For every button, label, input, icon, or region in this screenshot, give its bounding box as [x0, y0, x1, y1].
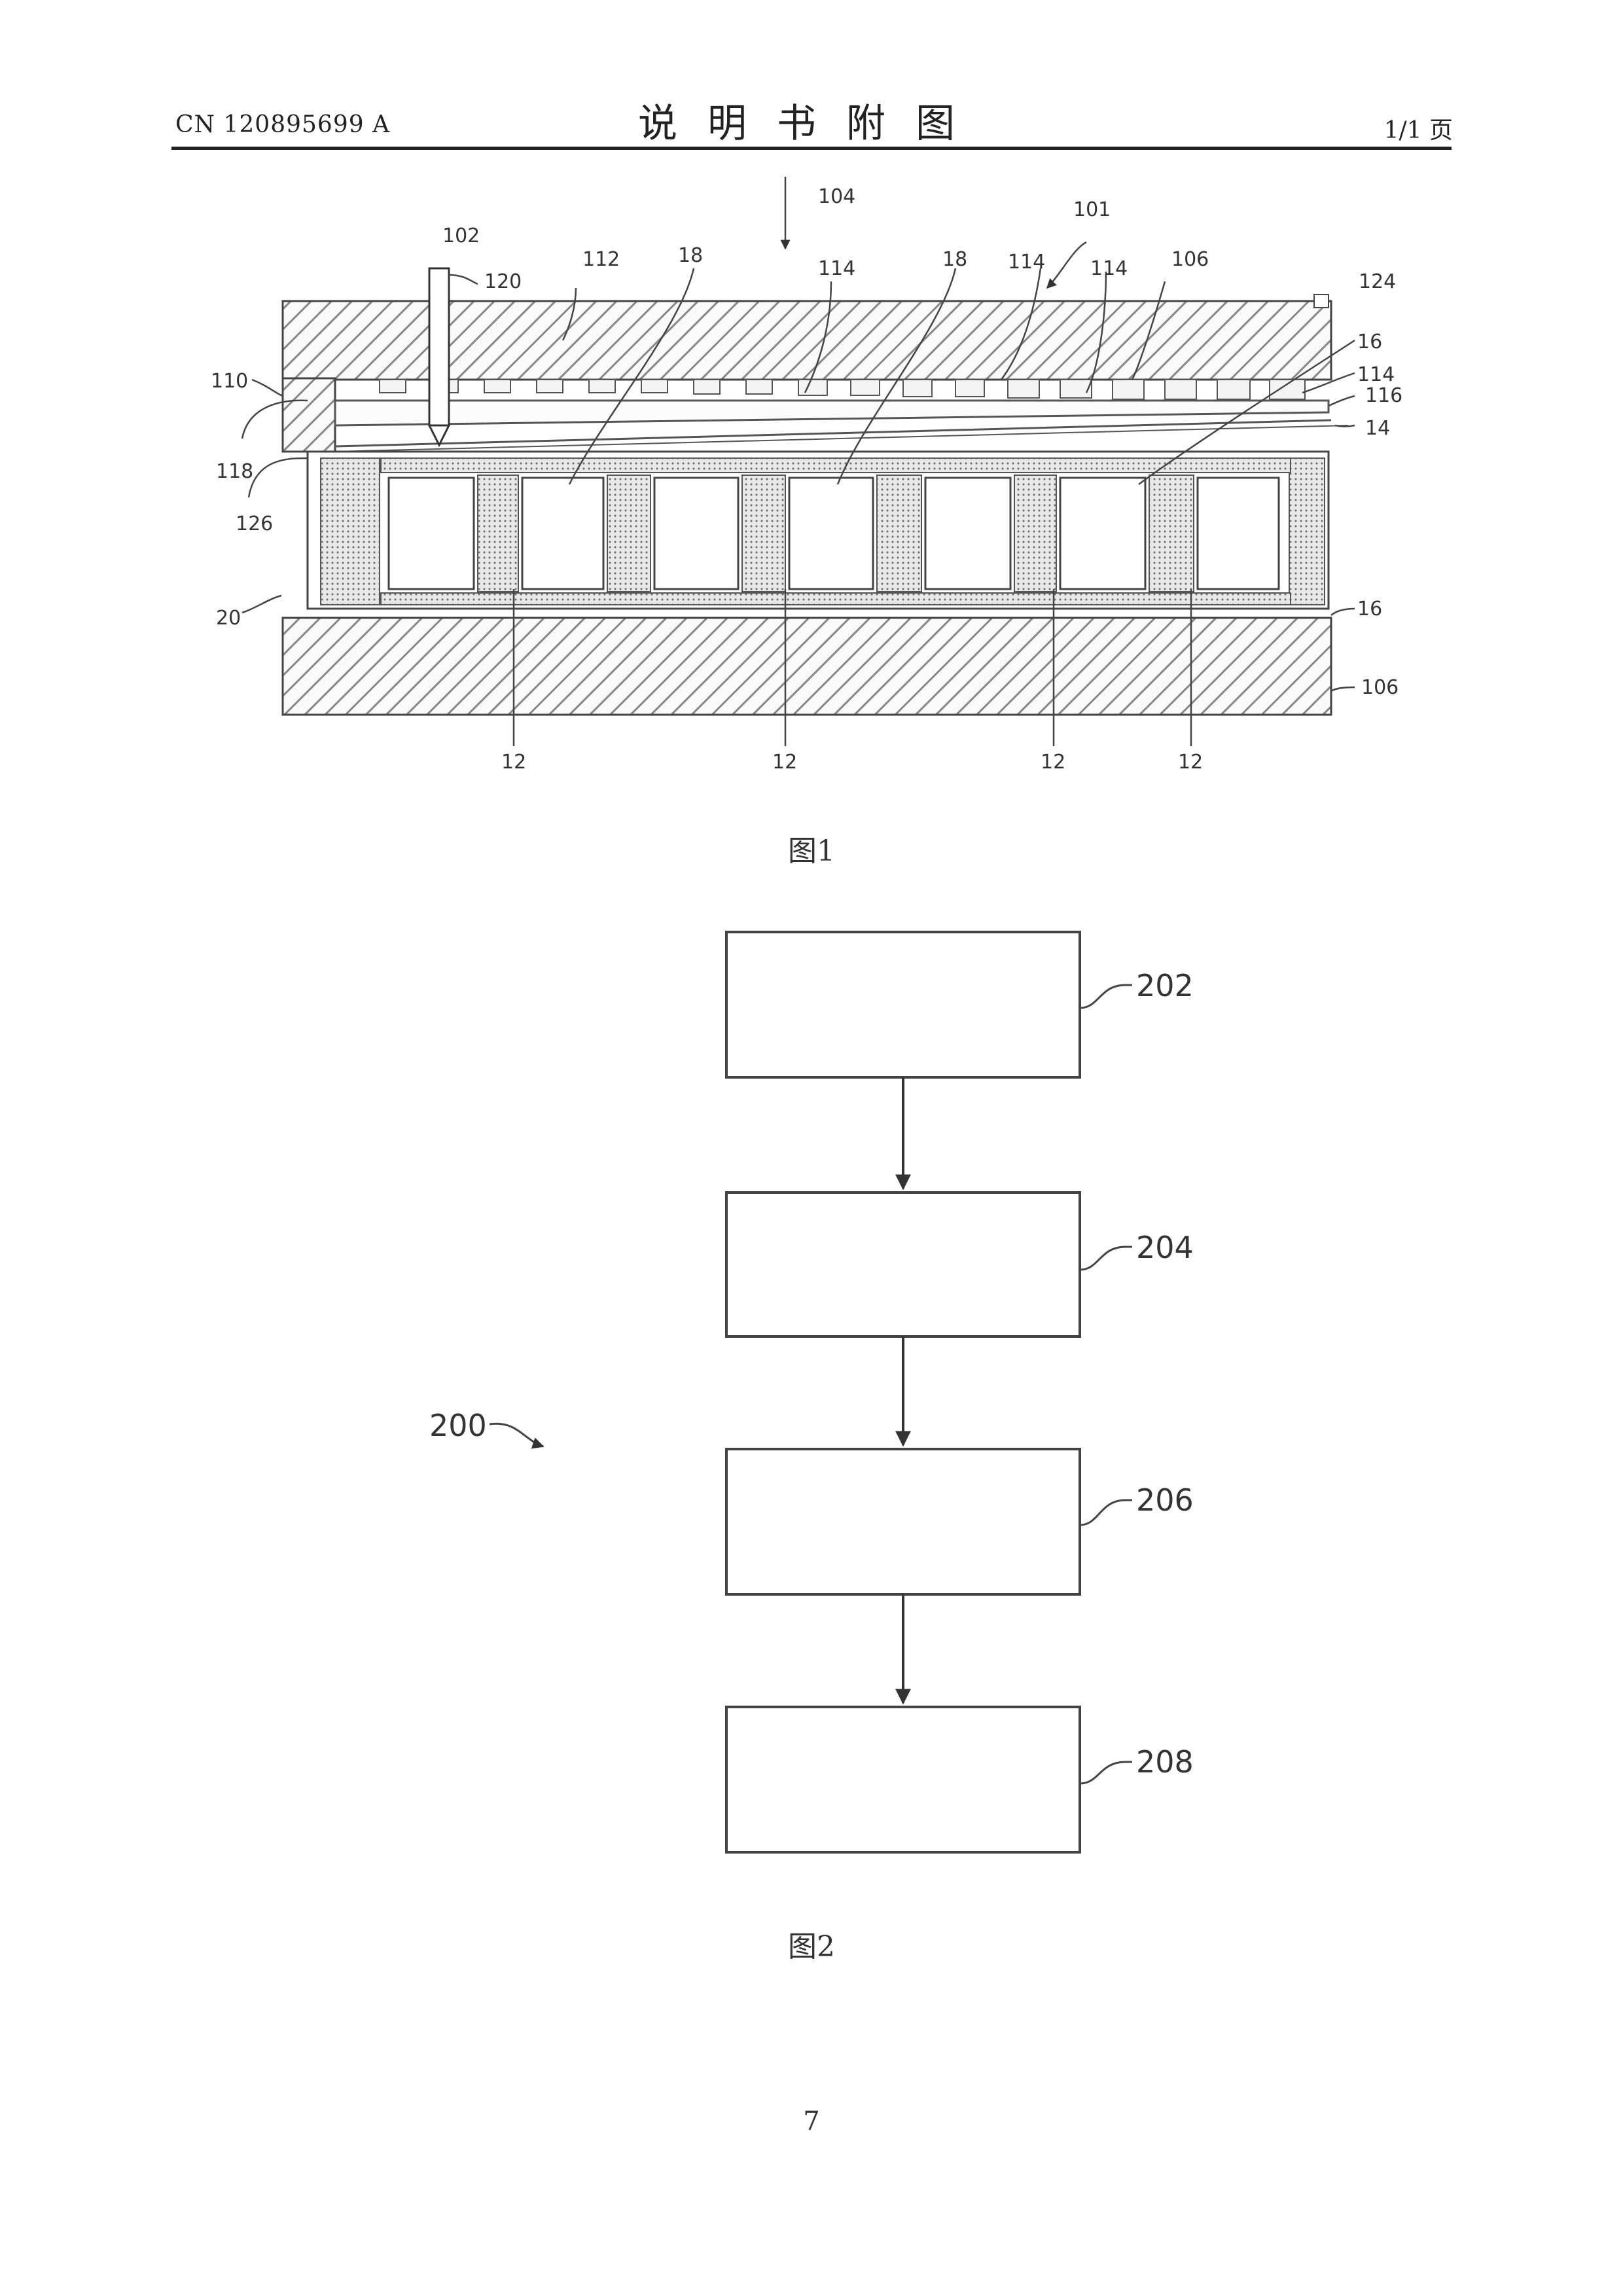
plate-tab: [1314, 295, 1329, 308]
figure-2-caption: 图2: [0, 1923, 1623, 1965]
ref-116: 116: [1365, 384, 1402, 407]
ref-104: 104: [818, 185, 855, 208]
ref-12-a: 12: [501, 751, 526, 774]
flow-leaders: [490, 985, 1132, 1784]
upper-plate-shoulder: [283, 378, 335, 452]
ref-114-d: 114: [1357, 363, 1395, 386]
plate-ribs: [380, 380, 1305, 399]
page-number: 7: [0, 2106, 1623, 2136]
flow-box-2: [726, 1193, 1080, 1336]
ref-106-b: 106: [1361, 676, 1399, 699]
ref-20: 20: [216, 607, 241, 630]
step-label-204: 204: [1136, 1230, 1194, 1265]
ref-12-d: 12: [1178, 751, 1203, 774]
ref-14: 14: [1365, 417, 1390, 440]
ref-18-a: 18: [678, 244, 703, 267]
figure-1-caption: 图1: [0, 827, 1623, 869]
flow-box-4: [726, 1707, 1080, 1852]
ref-12-c: 12: [1041, 751, 1065, 774]
cover-sheet-edge: [335, 425, 1348, 452]
ref-114-c: 114: [1090, 257, 1128, 280]
battery-cells: [389, 478, 1279, 589]
flow-label-200: 200: [429, 1408, 487, 1443]
ref-18-b: 18: [942, 248, 967, 271]
ref-112: 112: [582, 248, 620, 271]
module-bottom-sheet: [381, 593, 1291, 605]
module-end-wall: [1289, 458, 1325, 605]
step-label-206: 206: [1136, 1482, 1194, 1518]
flow-box-3: [726, 1449, 1080, 1594]
ref-114-a: 114: [818, 257, 855, 280]
ref-120: 120: [484, 270, 522, 293]
lower-press-plate: [283, 618, 1331, 715]
ref-16-a: 16: [1357, 331, 1382, 353]
ref-114-b: 114: [1008, 251, 1045, 274]
ref-126: 126: [236, 512, 273, 535]
step-label-202: 202: [1136, 968, 1194, 1003]
ref-110: 110: [211, 370, 248, 393]
ref-102: 102: [442, 224, 480, 247]
membrane-layer: [335, 401, 1329, 425]
module-top-sheet: [381, 458, 1291, 473]
needle-probe: [429, 268, 449, 445]
module-side-wall: [321, 458, 380, 605]
figure-1-cross-section: 104 101 102 120 112 18 114 18 114 114 10…: [211, 177, 1402, 774]
ref-12-b: 12: [772, 751, 797, 774]
ref-118: 118: [216, 460, 253, 483]
flow-box-1: [726, 932, 1080, 1077]
ref-106-a: 106: [1171, 248, 1209, 271]
ref-124: 124: [1359, 270, 1396, 293]
ref-101: 101: [1073, 198, 1111, 221]
step-label-208: 208: [1136, 1744, 1194, 1780]
ref-16-b: 16: [1357, 598, 1382, 620]
